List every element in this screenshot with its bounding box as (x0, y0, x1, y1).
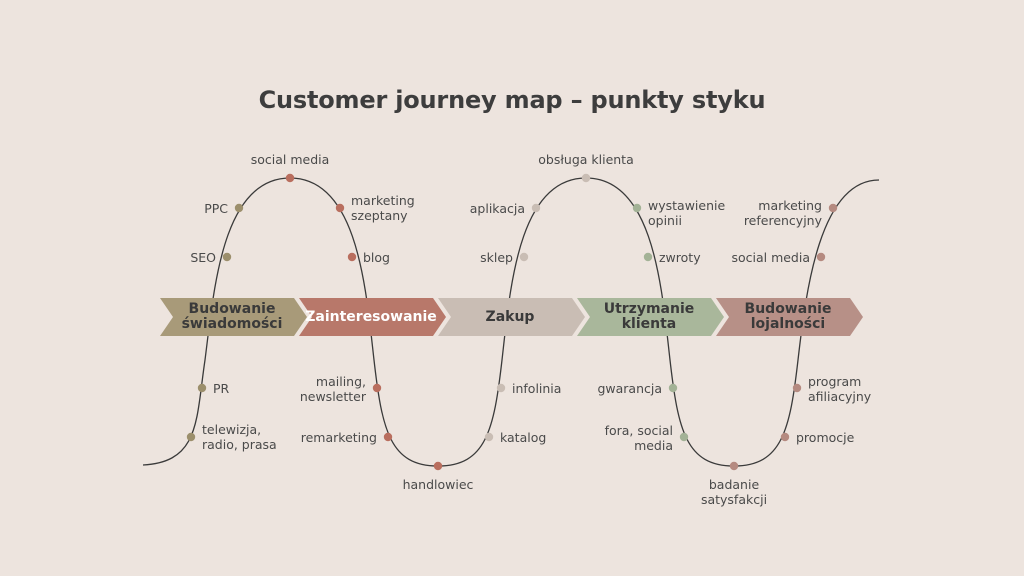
dot-blog (347, 252, 357, 262)
dot-badanie (729, 461, 739, 471)
touchpoint-katalog: katalog (500, 430, 547, 445)
dot-fora (679, 432, 689, 442)
dot-mailing (372, 383, 382, 393)
stage-utrzymanie-klienta: Utrzymanie klienta (577, 298, 725, 336)
stage-label: Budowanie lojalności (744, 301, 832, 332)
page-title: Customer journey map – punkty styku (258, 86, 766, 114)
touchpoint-seo: SEO (190, 250, 216, 265)
touchpoint-sklep: sklep (480, 250, 513, 265)
touchpoint-promocje: promocje (796, 430, 855, 445)
stage-budowanie-swiadomosci: Budowanie świadomości (160, 298, 308, 336)
dot-program (792, 383, 802, 393)
dot-zwroty (643, 252, 653, 262)
stage-label: Budowanie świadomości (181, 301, 283, 332)
dot-social-media-2 (816, 252, 826, 262)
touchpoint-wystawienie-opinii: wystawienie opinii (648, 198, 726, 228)
dot-katalog (484, 432, 494, 442)
dot-infolinia (496, 383, 506, 393)
stage-label: Utrzymanie klienta (603, 301, 695, 332)
dot-referencyjny (828, 203, 838, 213)
dot-social-media-1 (285, 173, 295, 183)
touchpoint-mailing: mailing, newsletter (299, 374, 366, 404)
touchpoint-telewizja: telewizja, radio, prasa (202, 422, 277, 452)
touchpoint-social-media-1: social media (250, 152, 330, 167)
dot-seo (222, 252, 232, 262)
touchpoint-blog: blog (363, 250, 390, 265)
dot-handlowiec (433, 461, 443, 471)
touchpoint-program-afiliacyjny: program afiliacyjny (808, 374, 872, 404)
touchpoint-social-media-2: social media (731, 250, 810, 265)
touchpoint-dots (186, 173, 838, 471)
touchpoint-infolinia: infolinia (512, 381, 562, 396)
dot-wystawienie (632, 203, 642, 213)
touchpoint-marketing-referencyjny: marketing referencyjny (743, 198, 822, 228)
journey-curve (142, 177, 880, 467)
touchpoint-zwroty: zwroty (659, 250, 701, 265)
stage-label: Zakup (485, 308, 535, 325)
stage-zakup: Zakup (438, 298, 586, 336)
dot-aplikacja (531, 203, 541, 213)
dot-remarketing (383, 432, 393, 442)
touchpoint-gwarancja: gwarancja (597, 381, 662, 396)
dot-pr (197, 383, 207, 393)
touchpoint-marketing-szeptany: marketing szeptany (351, 193, 415, 223)
touchpoint-fora-social-media: fora, social media (604, 423, 673, 453)
touchpoint-aplikacja: aplikacja (469, 201, 525, 216)
touchpoint-ppc: PPC (204, 201, 228, 216)
touchpoint-obsluga-klienta: obsługa klienta (538, 152, 634, 167)
stage-zainteresowanie: Zainteresowanie (299, 298, 447, 336)
touchpoint-handlowiec: handlowiec (402, 477, 474, 492)
dot-gwarancja (668, 383, 678, 393)
dot-ppc (234, 203, 244, 213)
touchpoint-badanie-satysfakcji: badanie satysfakcji (700, 477, 768, 507)
touchpoint-remarketing: remarketing (300, 430, 377, 445)
dot-sklep (519, 252, 529, 262)
dot-obsluga (581, 173, 591, 183)
stage-budowanie-lojalnosci: Budowanie lojalności (716, 298, 864, 336)
dot-promocje (780, 432, 790, 442)
dot-telewizja (186, 432, 196, 442)
touchpoint-pr: PR (213, 381, 230, 396)
dot-marketing-szeptany (335, 203, 345, 213)
stage-label: Zainteresowanie (305, 308, 437, 325)
